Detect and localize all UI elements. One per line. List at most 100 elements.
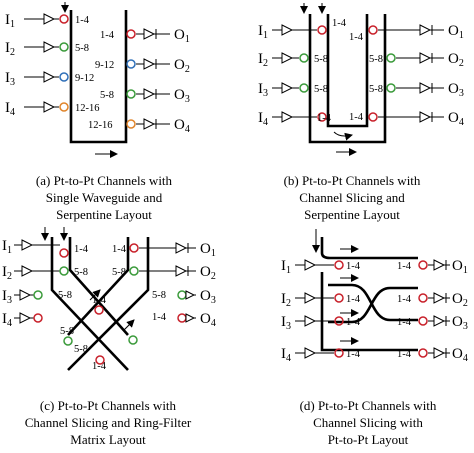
panel-c-output-1-label: O xyxy=(200,241,211,257)
panel-d-output-1-sub: 1 xyxy=(463,265,468,276)
panel-d-input-2-sub: 2 xyxy=(286,298,291,309)
panel-c-waveguide-right xyxy=(67,237,150,371)
svg-text:I2: I2 xyxy=(281,291,291,309)
panel-b-input-4-sub: 4 xyxy=(263,117,268,128)
panel-b-ring-in-3 xyxy=(299,83,309,93)
panel-a-caption-line-1: (a) Pt-to-Pt Channels with xyxy=(36,173,173,188)
svg-text:I3: I3 xyxy=(258,81,268,99)
panel-b-label-out-2: 5-8 xyxy=(369,54,383,65)
svg-text:I2: I2 xyxy=(2,264,12,282)
panel-c-label-out-2: 5-8 xyxy=(112,267,126,278)
panel-b-output-1-sub: 1 xyxy=(459,30,464,41)
svg-text:I4: I4 xyxy=(258,110,268,128)
panel-b-label-in-3: 5-8 xyxy=(314,84,328,95)
svg-text:I1: I1 xyxy=(258,23,268,41)
svg-text:I3: I3 xyxy=(281,314,291,332)
panel-a-output-4-label: O xyxy=(174,117,185,133)
panel-c-input-2-sub: 2 xyxy=(7,271,12,282)
panel-c-ring-out-4 xyxy=(177,313,187,323)
panel-d-caption-line-2: Channel Slicing with xyxy=(313,415,423,430)
panel-c-ring-out-3 xyxy=(177,290,187,300)
panel-b-input-3-sub: 3 xyxy=(263,88,268,99)
panel-d-output-receivers xyxy=(428,259,450,359)
panel-b-ring-in-2 xyxy=(299,53,309,63)
panel-b-ring-out-3 xyxy=(386,83,396,93)
panel-b-output-4-label: O xyxy=(448,110,459,126)
panel-b-input-4-label: I xyxy=(258,110,263,126)
panel-d-ring-in-4 xyxy=(334,348,344,358)
panel-c-output-2-sub: 2 xyxy=(211,271,216,282)
panel-c-output-4-sub: 4 xyxy=(211,318,216,329)
panel-d-input-drivers xyxy=(295,259,334,359)
panel-c-matrix-arrow-2 xyxy=(123,319,135,331)
panel-d-ring-out-4 xyxy=(418,348,428,358)
panel-a-label-in-1: 1-4 xyxy=(75,15,90,26)
panel-b-label-in-1: 1-4 xyxy=(332,18,347,29)
panel-c-label-out-4: 1-4 xyxy=(152,312,167,323)
panel-a-input-4-label: I xyxy=(5,100,10,116)
panel-b-caption-line-3: Serpentine Layout xyxy=(304,207,400,222)
panel-d-input-3-label: I xyxy=(281,314,286,330)
panel-a-input-drivers xyxy=(24,13,59,113)
svg-text:O2: O2 xyxy=(452,291,468,309)
panel-c: I1 I2 I3 I4 1-4 5-8 5-8 1-4 5-8 5-8 1-4 … xyxy=(2,227,216,447)
panel-a-output-1-sub: 1 xyxy=(185,34,190,45)
panel-a-serpentine-waveguide xyxy=(69,10,128,144)
panel-b-label-in-2: 5-8 xyxy=(314,54,328,65)
panel-c-ring-in-2 xyxy=(59,266,69,276)
panel-d-waveguide-1 xyxy=(320,237,418,260)
panel-d-ring-out-1 xyxy=(418,260,428,270)
svg-text:I3: I3 xyxy=(5,70,15,88)
panel-c-input-drivers xyxy=(14,239,60,324)
panel-c-label-out-3: 5-8 xyxy=(152,290,166,301)
panel-b-output-2-label: O xyxy=(448,51,459,67)
panel-d-input-1-label: I xyxy=(281,258,286,274)
panel-b-label-out-4: 1-4 xyxy=(349,112,364,123)
panel-d-output-3-sub: 3 xyxy=(463,321,468,332)
panel-d-ring-out-3 xyxy=(418,316,428,326)
panel-a-ring-in-4 xyxy=(59,102,69,112)
panel-b-ring-in-1 xyxy=(317,25,327,35)
panel-a-output-3-label: O xyxy=(174,87,185,103)
panel-a-ring-in-1 xyxy=(59,14,69,24)
panel-b-output-3-sub: 3 xyxy=(459,88,464,99)
panel-b-output-1-label: O xyxy=(448,23,459,39)
svg-text:O2: O2 xyxy=(448,51,464,69)
svg-text:I2: I2 xyxy=(258,51,268,69)
panel-d-caption-line-1: (d) Pt-to-Pt Channels with xyxy=(300,398,437,413)
panel-a-output-3-sub: 3 xyxy=(185,94,190,105)
panel-c-waveguide-left xyxy=(50,237,129,371)
panel-a-label-out-4: 12-16 xyxy=(88,120,113,131)
svg-text:O3: O3 xyxy=(200,288,216,306)
svg-text:I2: I2 xyxy=(5,40,15,58)
panel-a-label-in-2: 5-8 xyxy=(75,43,89,54)
panel-c-input-2-label: I xyxy=(2,264,7,280)
panel-d-ring-in-3 xyxy=(334,316,344,326)
panel-b-outer-waveguide xyxy=(308,14,387,144)
panel-b-ring-in-4 xyxy=(317,112,327,122)
panel-c-matrix-arrow-1 xyxy=(89,289,101,301)
panel-a-output-1-label: O xyxy=(174,27,185,43)
panel-d-label-in-3: 1-4 xyxy=(346,317,361,328)
panel-c-ring-out-1 xyxy=(129,243,139,253)
panel-a-label-in-3: 9-12 xyxy=(75,73,94,84)
panel-d-ring-out-2 xyxy=(418,293,428,303)
panel-a-output-2-sub: 2 xyxy=(185,64,190,75)
panel-d-ring-in-1 xyxy=(334,260,344,270)
svg-text:O3: O3 xyxy=(174,87,190,105)
svg-text:I1: I1 xyxy=(2,238,12,256)
panel-c-label-matrix-1: 1-4 xyxy=(92,295,107,306)
svg-text:O1: O1 xyxy=(200,241,216,259)
panel-c-ring-in-1 xyxy=(59,248,69,258)
svg-text:I4: I4 xyxy=(2,311,12,329)
panel-c-label-out-1: 1-4 xyxy=(112,244,127,255)
panel-b-output-2-sub: 2 xyxy=(459,58,464,69)
panel-d: I1 I2 I3 I4 1-4 1-4 1-4 1-4 1-4 1-4 1-4 … xyxy=(281,229,468,447)
panel-b: I1 I2 I3 I4 1-4 5-8 5-8 1-4 1-4 5-8 5-8 … xyxy=(258,3,464,222)
panel-b-output-4-sub: 4 xyxy=(459,117,464,128)
svg-text:I1: I1 xyxy=(5,12,15,30)
svg-text:I4: I4 xyxy=(5,100,15,118)
panel-d-label-in-2: 1-4 xyxy=(346,294,361,305)
panel-d-output-2-label: O xyxy=(452,291,463,307)
